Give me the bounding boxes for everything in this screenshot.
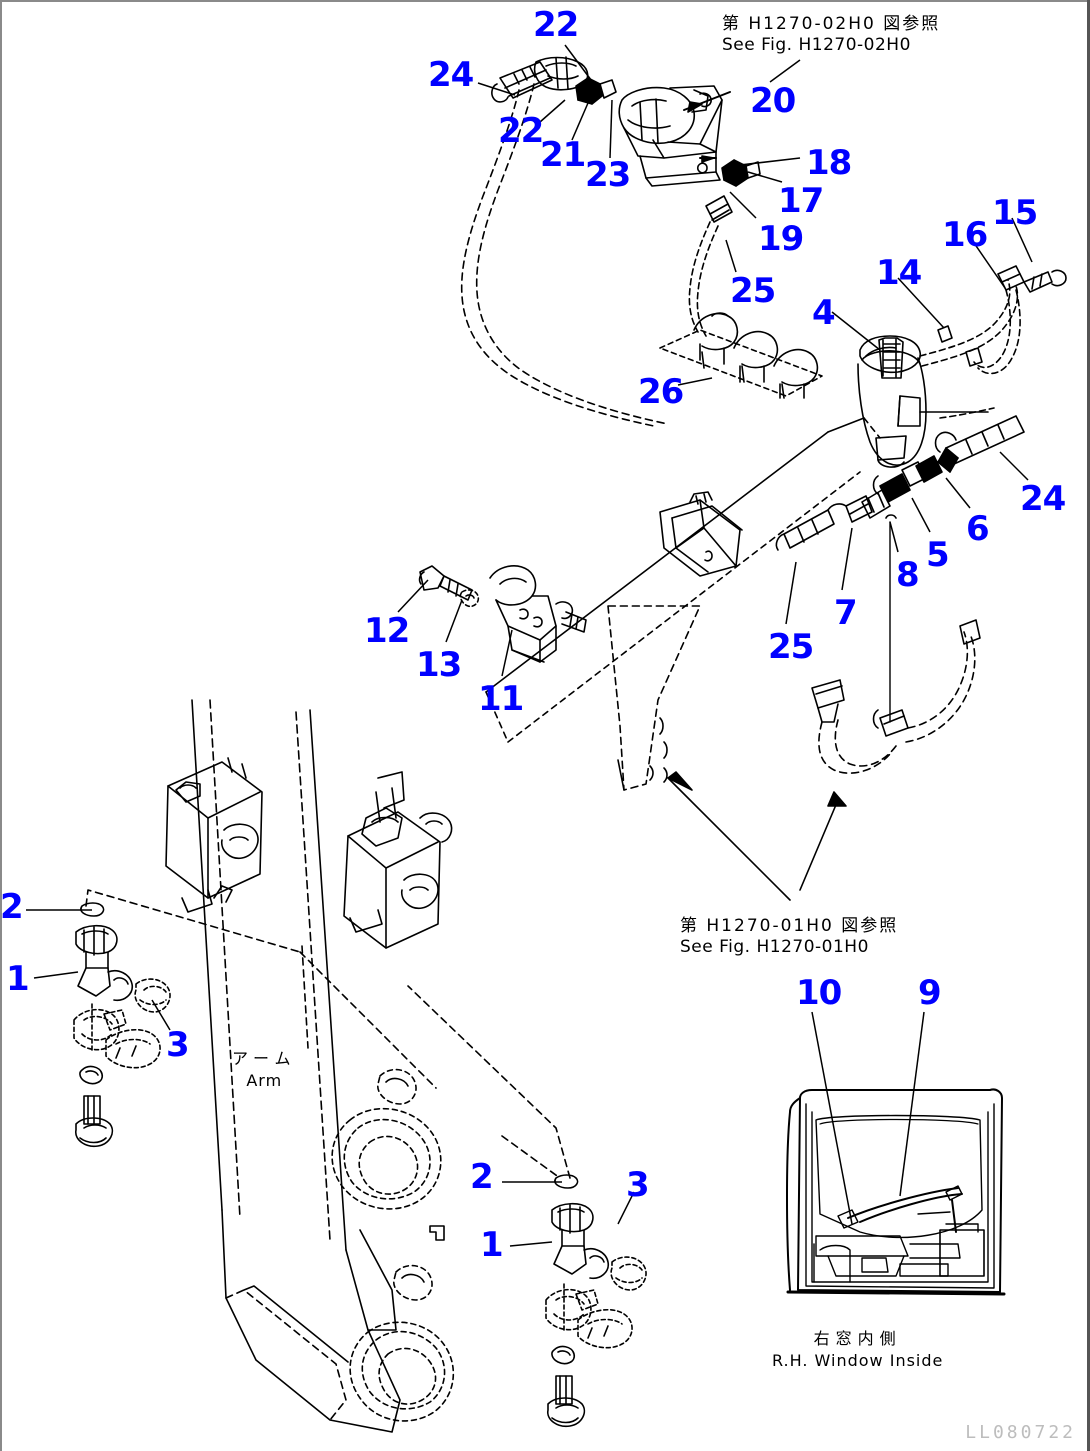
callout-number-18: 18 <box>806 143 852 183</box>
part-label-arm-en: Arm <box>246 1070 283 1090</box>
leader-line-12 <box>397 579 429 613</box>
cab-window-view <box>786 1088 1006 1296</box>
callout-number-3: 3 <box>166 1025 190 1065</box>
leader-line-6 <box>945 477 971 509</box>
sheet-border-left <box>0 0 2 1451</box>
callout-number-26: 26 <box>638 372 684 412</box>
part-label-arm: アーム Arm <box>232 1048 297 1091</box>
leader-line-25 <box>725 239 737 273</box>
part-label-rh-window-en: R.H. Window Inside <box>772 1350 944 1370</box>
callout-number-13: 13 <box>416 645 462 685</box>
reference-note-top-en: See Fig. H1270-02H0 <box>722 35 911 56</box>
leader-line-3 <box>617 1191 635 1225</box>
callout-number-19: 19 <box>758 219 804 259</box>
callout-number-17: 17 <box>778 181 824 221</box>
leader-line-1 <box>33 971 79 979</box>
leader-line-7 <box>841 527 853 591</box>
hose-14-16-15 <box>919 265 1067 419</box>
callout-number-16: 16 <box>942 215 988 255</box>
leader-line-1 <box>509 1241 553 1247</box>
callout-number-9: 9 <box>918 973 942 1013</box>
leader-line-5 <box>911 497 931 533</box>
leader-line-15 <box>1011 217 1033 263</box>
leader-line-24 <box>999 451 1029 481</box>
part-label-arm-jp: アーム <box>232 1049 297 1068</box>
pipe-right-24 <box>861 415 1025 519</box>
callout-number-4: 4 <box>812 293 836 333</box>
reference-note-bottom-en: See Fig. H1270-01H0 <box>680 937 869 958</box>
boom-main-member <box>485 417 881 791</box>
callout-number-10: 10 <box>796 973 842 1013</box>
leader-line-17 <box>747 171 783 183</box>
callout-number-1: 1 <box>480 1225 504 1265</box>
leader-line-22 <box>564 44 601 93</box>
leader-line-20 <box>769 59 801 83</box>
solenoid-valve-assembly <box>618 85 731 187</box>
callout-number-2: 2 <box>0 887 24 927</box>
hose-assembly-upper <box>460 61 669 427</box>
leader-line-26 <box>677 377 713 386</box>
leader-line-9 <box>899 1011 925 1197</box>
leader-line-14 <box>897 277 945 329</box>
leader-line-22 <box>539 99 566 123</box>
callout-number-22: 22 <box>533 5 579 45</box>
callout-number-11: 11 <box>478 679 524 719</box>
leader-line-11 <box>501 629 513 677</box>
bolt-nut-group-17-18 <box>699 155 761 187</box>
callout-number-25: 25 <box>730 271 776 311</box>
callout-number-23: 23 <box>585 155 631 195</box>
leader-line-25 <box>785 561 797 625</box>
callout-number-24: 24 <box>1020 479 1066 519</box>
leader-line-4 <box>831 311 881 351</box>
callout-number-14: 14 <box>876 253 922 293</box>
leader-line-21 <box>571 102 589 141</box>
eyejoint-kit-left <box>73 902 171 1148</box>
leader-line-24 <box>477 82 516 96</box>
callout-number-8: 8 <box>896 555 920 595</box>
elbow-fitting-top <box>533 56 617 105</box>
callout-number-21: 21 <box>540 135 586 175</box>
callout-number-1: 1 <box>6 959 30 999</box>
callout-number-5: 5 <box>926 535 950 575</box>
callout-number-15: 15 <box>992 193 1038 233</box>
leader-line-3 <box>151 999 171 1031</box>
leader-line-16 <box>971 239 1006 289</box>
sheet-border-top <box>0 0 1090 2</box>
leader-line-8 <box>889 521 899 553</box>
callout-number-12: 12 <box>364 611 410 651</box>
arm-body-bores <box>85 889 455 1433</box>
callout-number-3: 3 <box>626 1165 650 1205</box>
part-label-rh-window-jp: 右窓内側 <box>813 1329 902 1348</box>
reference-note-bottom: 第 H1270-01H0 図参照 See Fig. H1270-01H0 <box>680 916 898 959</box>
reference-note-top-jp: 第 H1270-02H0 図参照 <box>722 14 941 34</box>
sheet-border-right <box>1087 0 1090 1451</box>
callout-number-20: 20 <box>750 81 796 121</box>
leader-line-18 <box>739 157 801 166</box>
reference-note-bottom-jp: 第 H1270-01H0 図参照 <box>680 916 899 936</box>
hose-clamp-plate-26 <box>659 312 823 399</box>
leader-8-to-elbow <box>885 514 897 723</box>
bracket-11-bolt-12-washer-13 <box>418 565 587 663</box>
eyejoint-kit-center <box>407 985 647 1428</box>
callout-number-2: 2 <box>470 1157 494 1197</box>
pipe-left-25-7 <box>775 495 873 551</box>
leader-line-23 <box>609 99 613 159</box>
leader-line-13 <box>445 599 463 643</box>
reference-note-top: 第 H1270-02H0 図参照 See Fig. H1270-02H0 <box>722 14 940 57</box>
leader-line-19 <box>729 191 757 219</box>
accumulator-body-4 <box>857 335 989 468</box>
callout-number-22: 22 <box>498 111 544 151</box>
callout-number-24: 24 <box>428 55 474 95</box>
hose-19 <box>688 195 733 337</box>
callout-number-25: 25 <box>768 627 814 667</box>
leader-line-10 <box>811 1011 853 1225</box>
part-label-rh-window: 右窓内側 R.H. Window Inside <box>772 1328 943 1371</box>
lower-hose-elbow <box>667 619 981 901</box>
drawing-number: LL080722 <box>965 1422 1076 1443</box>
callout-number-7: 7 <box>834 593 858 633</box>
callout-number-6: 6 <box>966 509 990 549</box>
